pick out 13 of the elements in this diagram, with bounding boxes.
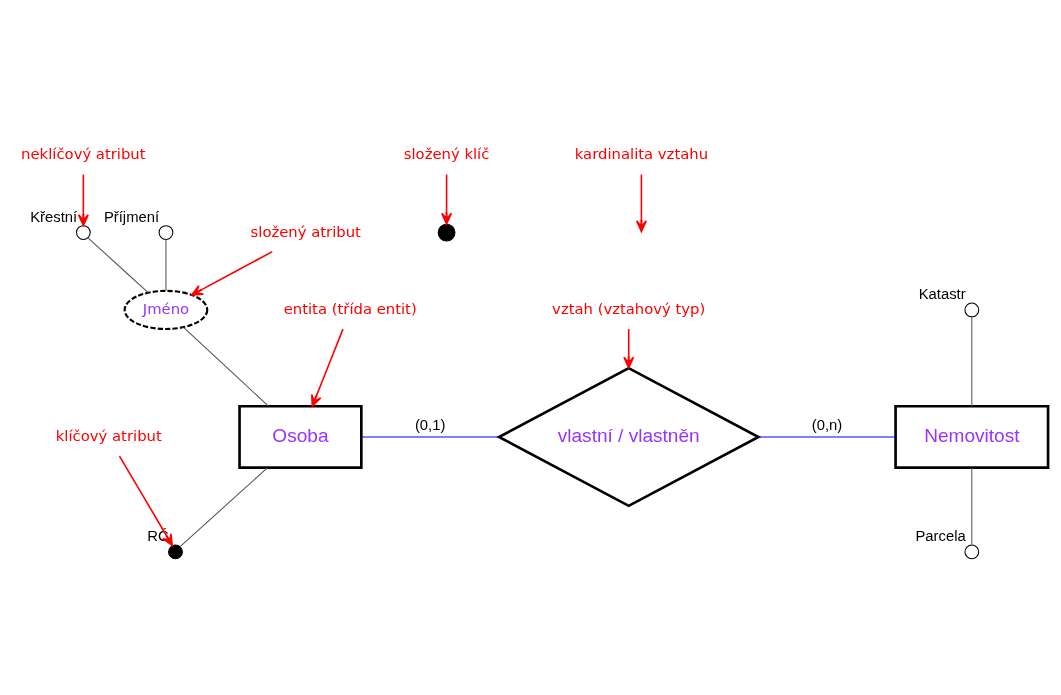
node-label: Katastr [918, 286, 966, 302]
node-text: klíčový atribut [55, 426, 162, 444]
node-text: entita (třída entit) [283, 299, 417, 317]
node-text: kardinalita vztahu [574, 145, 709, 163]
edge-label: (0,1) [414, 416, 446, 433]
node-text: složený atribut [250, 222, 361, 240]
node-label: Příjmení [103, 208, 160, 225]
node-text: vztah (vztahový typ) [552, 299, 706, 317]
node-label: Křestní [30, 208, 78, 225]
edge-label: (0,n) [811, 416, 843, 433]
node-text: složený klíč [403, 145, 490, 163]
node-text: neklíčový atribut [21, 145, 146, 163]
node-label: Parcela [915, 527, 966, 544]
